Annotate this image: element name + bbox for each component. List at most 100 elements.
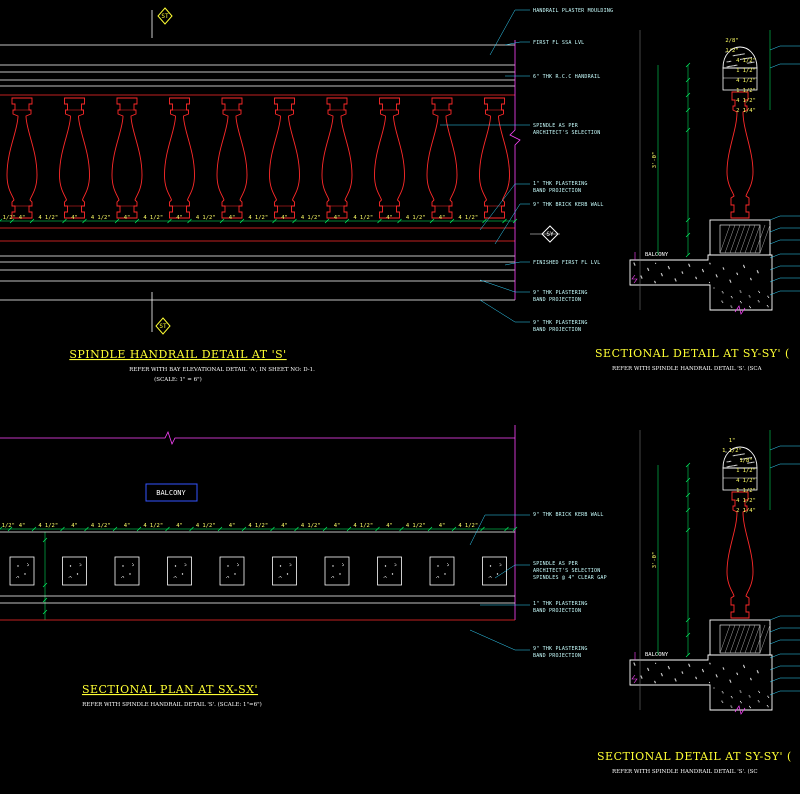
- slab-hatch-dot: [739, 690, 741, 692]
- section-marker-st-top: ST: [151, 7, 173, 38]
- cap-hatch-dot: [743, 58, 745, 60]
- slab-hatch-dot: [736, 273, 739, 276]
- dim-label: 4 1/2": [301, 215, 321, 221]
- cap-hatch-dot: [729, 465, 731, 467]
- hatch-mark: [225, 575, 230, 579]
- section-dim-label: 2 1/4": [736, 108, 756, 114]
- floor-slab: [629, 654, 773, 711]
- slab-hatch-dot: [743, 266, 746, 269]
- rail-cap: [722, 46, 758, 91]
- callout-band2: 9" THK PLASTERING: [533, 320, 588, 326]
- cap-hatch-dot: [728, 60, 731, 63]
- slab-hatch-dot: [654, 282, 656, 284]
- cap-hatch-dot: [736, 54, 738, 56]
- plan-subtitle: REFER WITH SPINDLE HANDRAIL DETAIL 'S'. …: [82, 701, 262, 708]
- section-balcony-label: BALCONY: [645, 252, 669, 258]
- cap-hatch-dot: [749, 462, 751, 464]
- cap-hatch-dot: [733, 54, 736, 57]
- dim-label: 4": [71, 215, 78, 221]
- dim-label: 4": [229, 215, 236, 221]
- cap-hatch-dot: [737, 54, 739, 56]
- kerb-hatch: [754, 624, 766, 654]
- plan-callout-plastering-2: BAND PROJECTION: [533, 608, 581, 614]
- dim-tick: [480, 526, 485, 532]
- plan-spindle-6: [272, 556, 297, 586]
- cap-hatch-dot: [726, 61, 728, 63]
- slab-hatch-dot: [641, 677, 643, 679]
- dim-label: 4 1/2": [353, 523, 373, 529]
- cap-hatch-dot: [736, 64, 738, 66]
- dim-label: 4 1/2": [143, 215, 163, 221]
- kerb-hatch: [734, 624, 746, 654]
- elevation-view: 4 1/2"4"4 1/2"4"4 1/2"4"4 1/2"4"4 1/2"4"…: [0, 7, 613, 383]
- slab-hatch-dot: [723, 668, 725, 670]
- section-leader: [769, 265, 800, 271]
- kerb-hatch: [729, 624, 741, 654]
- elevation-callouts: [440, 9, 530, 323]
- cap-hatch-dot: [730, 465, 732, 467]
- slab-hatch-dot: [695, 278, 698, 280]
- plan-callout-spindle-3: SPINDLES @ 4" CLEAR GAP: [533, 575, 607, 581]
- dim-label: 4": [281, 523, 288, 529]
- hatch-mark: [341, 562, 345, 567]
- cap-hatch-dot: [742, 458, 744, 460]
- plan-spindle-squares: [9, 556, 507, 586]
- section-vertical-dims: 3'-0": [639, 30, 691, 310]
- spindle-outline: [59, 97, 90, 219]
- section-leader: [769, 677, 800, 683]
- dim-tick: [512, 526, 518, 532]
- slab-hatch-dot: [668, 268, 670, 270]
- cap-hatch-dot: [752, 61, 754, 63]
- section-dim-label: 4 1/2": [736, 498, 756, 504]
- dim-tick: [346, 526, 352, 532]
- section-dim-label: 1 1/2": [736, 88, 756, 94]
- hatch-mark: [394, 562, 397, 567]
- floor-slab: [629, 254, 773, 311]
- slab-hatch-dot: [748, 695, 750, 697]
- section-marker-st-bottom: ST: [151, 292, 171, 335]
- dim-label: 4": [19, 523, 26, 529]
- section-dim-label: 1 1/2": [736, 468, 756, 474]
- cap-hatch-dot: [730, 65, 732, 67]
- slab-hatch-dot: [713, 687, 715, 689]
- hatch-dot: [76, 573, 79, 575]
- cap-hatch-dot: [742, 453, 744, 455]
- height-label: 3'-0": [652, 552, 658, 569]
- dim-label: 4": [386, 215, 393, 221]
- dim-label: 4 1/2": [406, 215, 426, 221]
- slab-hatch-dot: [758, 691, 761, 694]
- slab-hatch-dot: [740, 702, 742, 704]
- slab-hatch-dot: [682, 272, 684, 274]
- slab-hatch-dot: [648, 669, 650, 672]
- cap-hatch-dot: [731, 65, 733, 67]
- slab-hatch-dot: [740, 291, 742, 293]
- dim-label: 4 1/2": [0, 215, 16, 221]
- dim-tick: [31, 526, 37, 532]
- cap-hatch-dot: [749, 57, 751, 59]
- slab-hatch-dot: [730, 696, 733, 698]
- callout-plastering-2: BAND PROJECTION: [533, 188, 581, 194]
- kerb-hatch: [744, 624, 756, 654]
- plan-spindle-3: [114, 556, 140, 586]
- slab-hatch-dot: [730, 705, 732, 707]
- slab-hatch-dot: [722, 692, 724, 694]
- cap-hatch-dot: [725, 51, 727, 53]
- dim-label: 4 1/2": [406, 523, 426, 529]
- spindle-outline: [216, 97, 248, 219]
- rail-block: [722, 67, 758, 91]
- plan-spindle-square: [62, 556, 87, 586]
- cap-hatch-dot: [753, 461, 755, 463]
- slab-hatch-dot: [713, 287, 715, 289]
- cap-hatch-dot: [730, 60, 732, 62]
- spindle-5: [216, 97, 248, 219]
- dim-tick: [270, 526, 275, 532]
- slab-outline: [629, 254, 773, 311]
- cap-hatch-dot: [732, 65, 734, 67]
- height-label: 3'-0": [652, 152, 658, 169]
- hatch-dot: [69, 565, 72, 567]
- plan-section-line-top: [0, 430, 515, 446]
- slab-hatch-dot: [766, 305, 769, 307]
- dim-tick: [685, 527, 691, 533]
- cap-hatch-dot: [735, 454, 737, 456]
- plan-spindle-square: [377, 556, 402, 586]
